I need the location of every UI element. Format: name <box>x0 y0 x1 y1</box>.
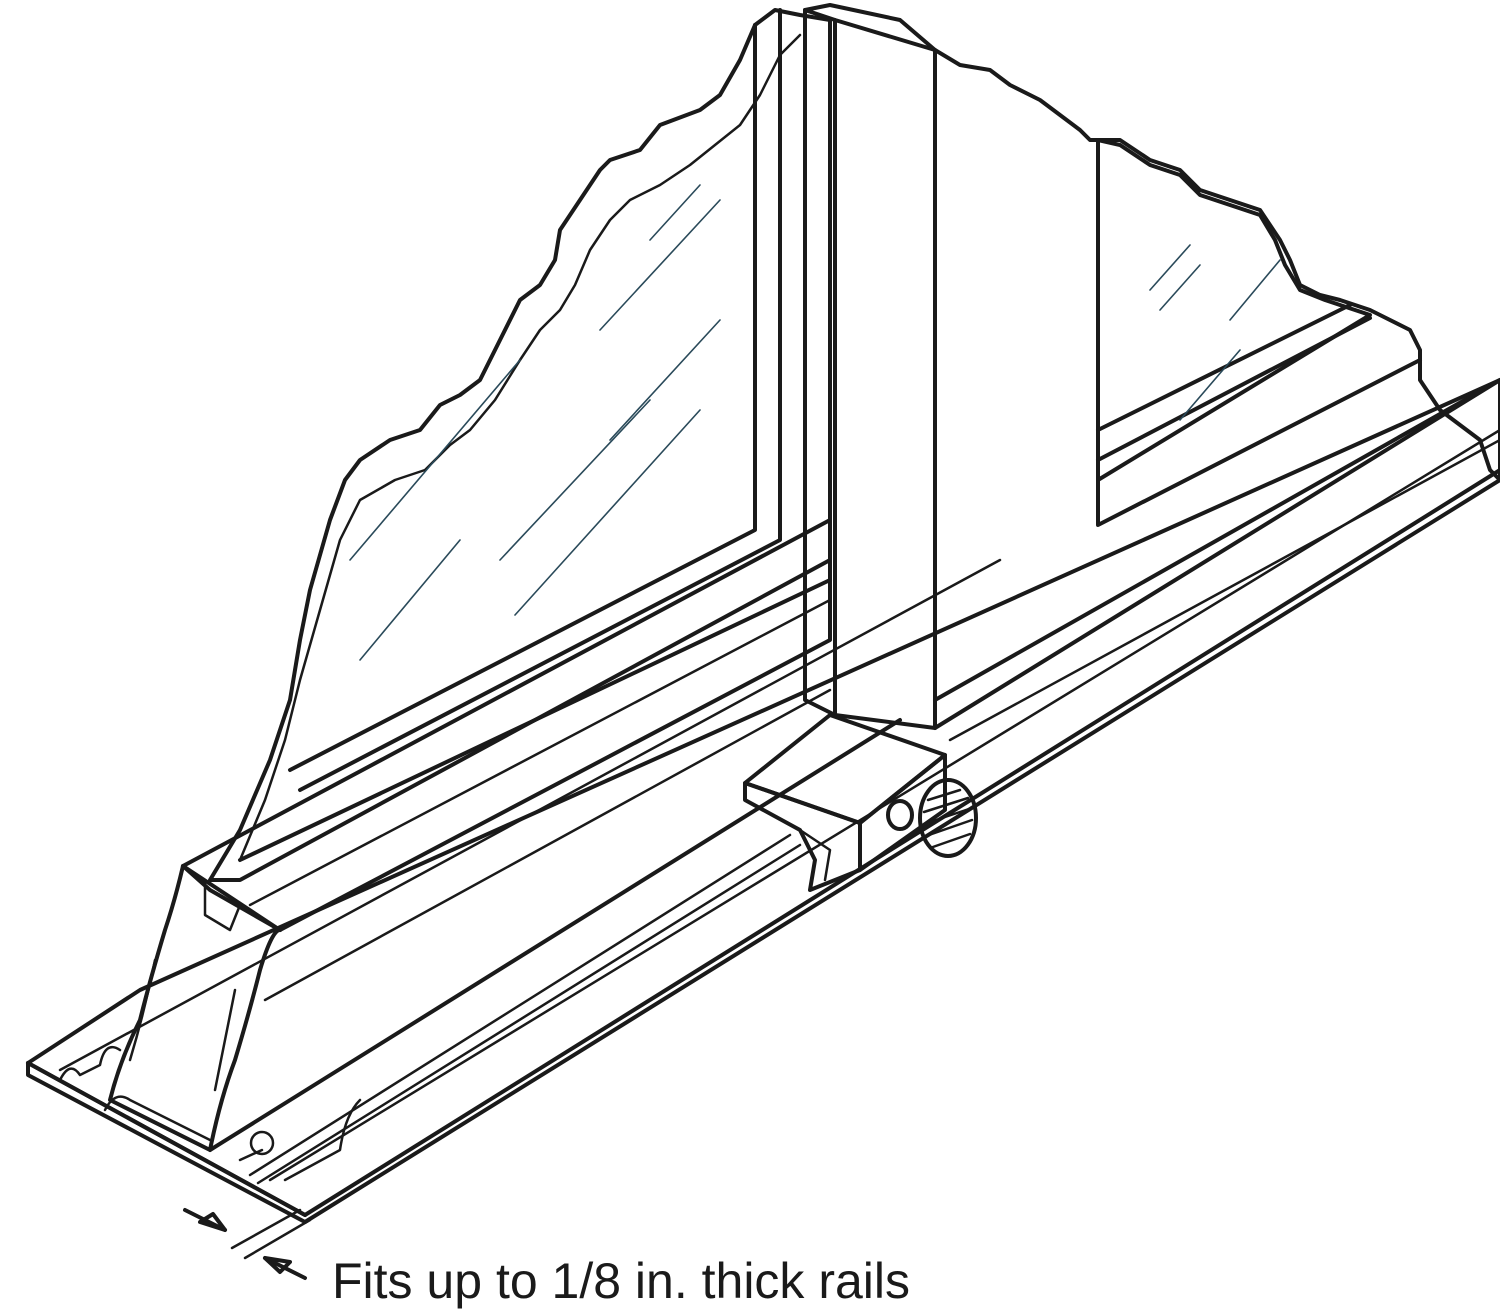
thickness-marker <box>183 1208 312 1280</box>
center-mullion <box>803 3 937 730</box>
left-glass-pane <box>208 8 832 882</box>
thumb-screw <box>886 778 978 858</box>
window-frame-lower <box>108 518 832 1152</box>
caption: Fits up to 1/8 in. thick rails <box>332 1253 910 1309</box>
right-section <box>933 48 1500 742</box>
lock-clamp <box>743 713 947 892</box>
